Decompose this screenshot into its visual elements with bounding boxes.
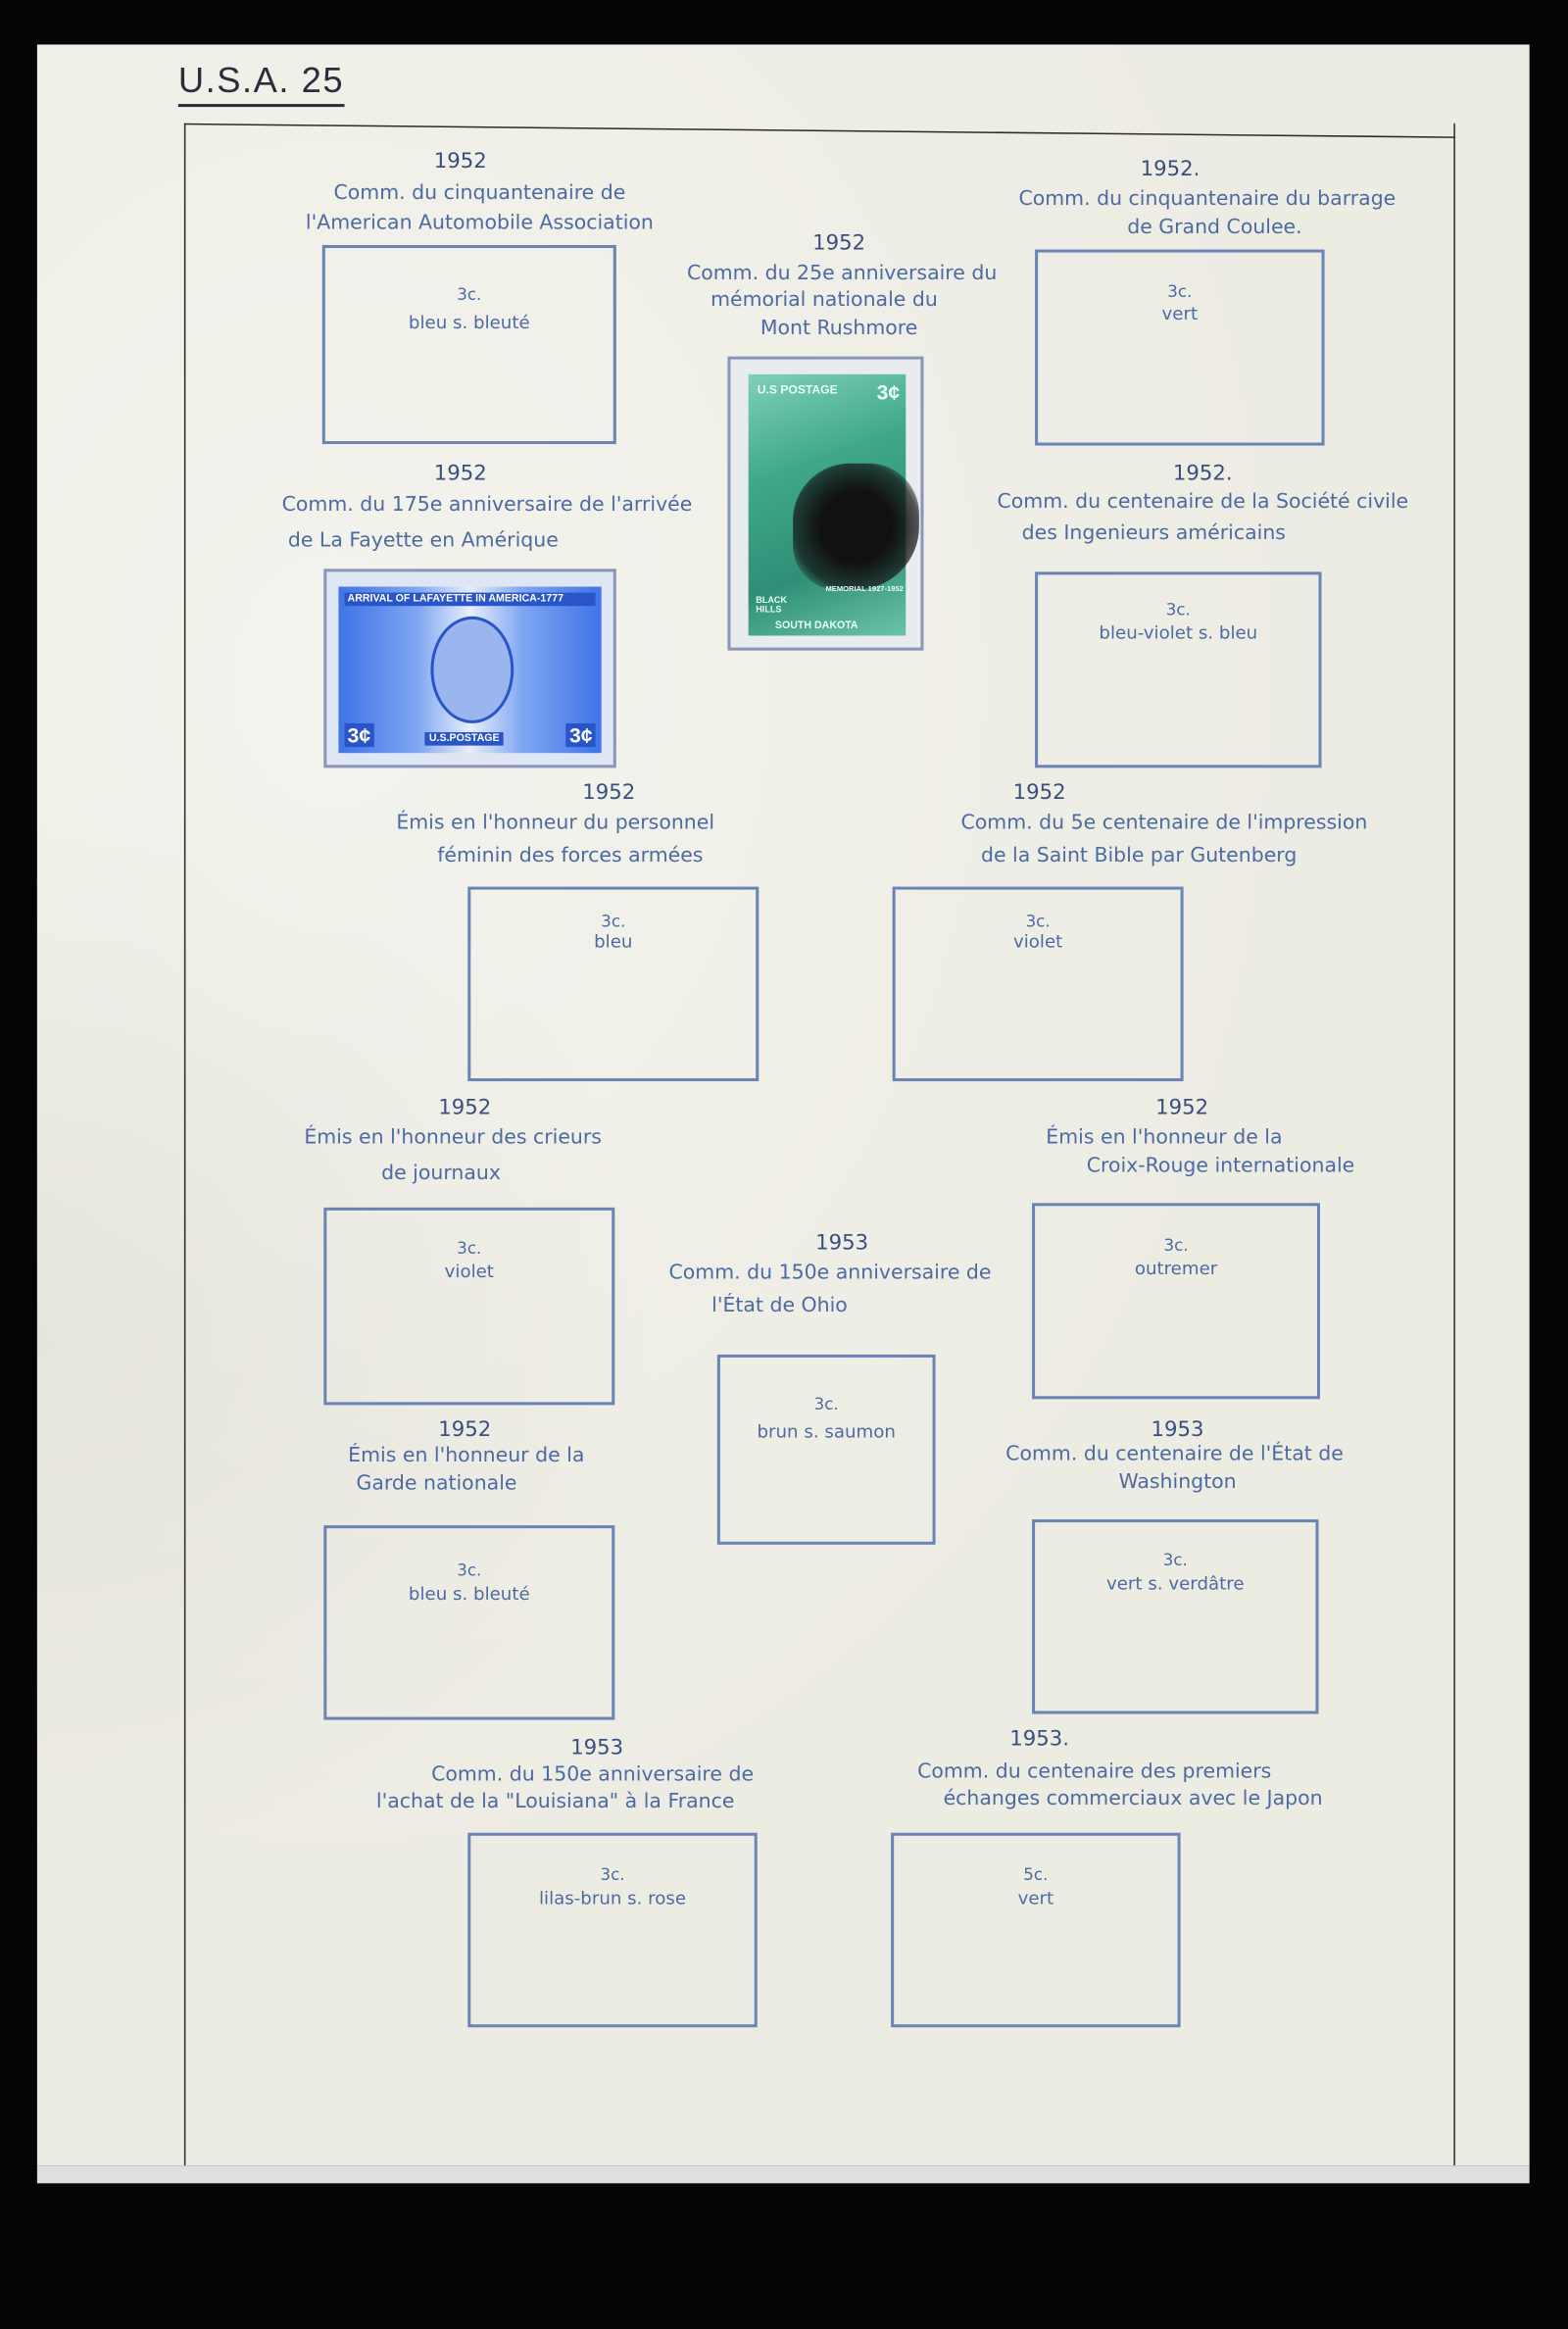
empty-stamp-slot: 3c.violet	[323, 1207, 615, 1406]
issue-year: 1953	[1151, 1418, 1204, 1443]
issue-year: 1952.	[1140, 157, 1200, 181]
stamp-top-text: U.S POSTAGE	[757, 382, 838, 397]
stamp-color: vert s. verdâtre	[1105, 1572, 1245, 1594]
portrait-medallion	[430, 616, 514, 723]
lafayette-stamp: ARRIVAL OF LAFAYETTE IN AMERICA-1777 3¢ 3¢…	[323, 569, 616, 768]
issue-description-line: l'American Automobile Association	[305, 211, 654, 235]
issue-year: 1952	[438, 1096, 492, 1120]
stamp-denomination: 3c.	[1165, 600, 1191, 619]
issue-year: 1952.	[1172, 462, 1233, 486]
stamp-top-text: ARRIVAL OF LAFAYETTE IN AMERICA-1777	[344, 592, 596, 607]
issue-description-line: Émis en l'honneur de la	[1046, 1125, 1283, 1150]
empty-stamp-slot: 3c.outremer	[1032, 1203, 1321, 1400]
issue-description-line: de La Fayette en Amérique	[287, 528, 559, 553]
empty-stamp-slot: 3c.vert s. verdâtre	[1032, 1519, 1319, 1714]
issue-year: 1952	[438, 1418, 492, 1443]
issue-year: 1953	[815, 1231, 869, 1256]
stamp-bottom-text: U.S.POSTAGE	[424, 731, 505, 746]
issue-year: 1952	[812, 231, 866, 256]
issue-description-line: Comm. du 25e anniversaire du	[686, 261, 998, 285]
stamp-memorial-text: MEMORIAL 1927-1952	[825, 584, 904, 595]
issue-description-line: Comm. du centenaire des premiers	[917, 1759, 1272, 1784]
issue-description-line: Comm. du centenaire de l'État de	[1005, 1442, 1344, 1466]
issue-description-line: Comm. du 150e anniversaire de	[668, 1261, 992, 1285]
issue-description-line: Émis en l'honneur du personnel	[396, 811, 715, 835]
page-frame	[183, 123, 1455, 2166]
issue-description-line: échanges commerciaux avec le Japon	[943, 1786, 1323, 1811]
stamp-denomination: 3c.	[457, 1561, 482, 1581]
issue-description-line: Mont Rushmore	[760, 316, 918, 340]
cancellation-mark	[793, 463, 919, 590]
issue-year: 1953.	[1009, 1727, 1070, 1752]
issue-year: 1952	[1155, 1096, 1209, 1120]
stamp-denomination: 3c.	[457, 1238, 482, 1259]
stamp-color: violet	[1012, 931, 1063, 953]
issue-year: 1952	[582, 780, 636, 806]
stamp-design: ARRIVAL OF LAFAYETTE IN AMERICA-1777 3¢ 3¢…	[338, 586, 602, 754]
stamp-denomination: 3c.	[601, 912, 626, 932]
stamp-denomination: 3c.	[457, 284, 482, 305]
issue-description-line: des Ingenieurs américains	[1021, 520, 1286, 546]
stamp-color: bleu s. bleuté	[408, 312, 530, 333]
stamp-color: bleu-violet s. bleu	[1099, 621, 1258, 644]
stamp-color: violet	[444, 1261, 494, 1282]
stamp-color: brun s. saumon	[757, 1421, 896, 1443]
empty-stamp-slot: 3c.violet	[892, 886, 1184, 1082]
page-title: U.S.A. 25	[177, 62, 345, 108]
stamp-denomination: 3c.	[1163, 1235, 1189, 1256]
stamp-value-left: 3¢	[344, 722, 374, 748]
stamp-denomination: 3c.	[813, 1394, 839, 1414]
issue-description-line: Comm. du cinquantenaire du barrage	[1018, 186, 1396, 212]
issue-description-line: Émis en l'honneur des crieurs	[304, 1125, 602, 1150]
issue-description-line: Comm. du 5e centenaire de l'impression	[960, 811, 1368, 835]
issue-year: 1952	[433, 150, 487, 174]
issue-description-line: féminin des forces armées	[437, 843, 704, 867]
stamp-denomination: 3c.	[1167, 281, 1193, 302]
issue-description-line: Garde nationale	[356, 1471, 517, 1496]
issue-description-line: Comm. du centenaire de la Société civile	[997, 490, 1409, 515]
empty-stamp-slot: 3c.lilas-brun s. rose	[467, 1832, 758, 2028]
empty-stamp-slot: 3c.vert	[1035, 249, 1325, 446]
stamp-value-right: 3¢	[565, 722, 596, 748]
issue-description-line: Comm. du 175e anniversaire de l'arrivée	[281, 493, 693, 518]
issue-description-line: l'État de Ohio	[711, 1293, 848, 1317]
issue-description-line: Croix-Rouge internationale	[1086, 1154, 1355, 1178]
empty-stamp-slot: 3c. brun s. saumon	[716, 1354, 936, 1545]
stamp-denomination: 3c.	[1025, 912, 1051, 932]
issue-description-line: de Grand Coulee.	[1127, 215, 1302, 239]
issue-description-line: Comm. du cinquantenaire de	[333, 180, 626, 206]
empty-stamp-slot: 3c.bleu	[467, 886, 760, 1082]
issue-description-line: mémorial nationale du	[710, 287, 938, 313]
issue-description-line: l'achat de la "Louisiana" à la France	[375, 1789, 735, 1814]
stamp-color: bleu s. bleuté	[408, 1583, 530, 1605]
issue-year: 1952	[433, 462, 487, 486]
issue-year: 1952	[1012, 780, 1066, 806]
stamp-bottom-text: SOUTH DAKOTA	[774, 620, 858, 631]
issue-description-line: de la Saint Bible par Gutenberg	[980, 843, 1298, 867]
stamp-color: outremer	[1134, 1258, 1218, 1279]
stamp-color: bleu	[594, 931, 633, 953]
empty-stamp-slot: 5c.vert	[891, 1832, 1181, 2028]
stamp-color: vert	[1017, 1887, 1054, 1909]
issue-description-line: Comm. du 150e anniversaire de	[431, 1762, 755, 1787]
stamp-denomination: 5c.	[1023, 1865, 1049, 1885]
stamp-denomination: 3c.	[1162, 1550, 1188, 1570]
stamp-denomination: 3c.	[600, 1865, 625, 1885]
empty-stamp-slot: 3c. bleu-violet s. bleu	[1035, 571, 1322, 768]
stamp-left-text: BLACK HILLS	[756, 597, 788, 616]
issue-description-line: Émis en l'honneur de la	[348, 1443, 585, 1468]
stamp-value: 3¢	[876, 379, 901, 405]
issue-description-line: Washington	[1118, 1470, 1237, 1495]
issue-description-line: de journaux	[381, 1161, 501, 1186]
empty-stamp-slot: 3c.bleu s. bleuté	[323, 1525, 615, 1720]
issue-year: 1953	[570, 1736, 624, 1760]
stamp-color: lilas-brun s. rose	[538, 1887, 687, 1909]
empty-stamp-slot: 3c. bleu s. bleuté	[321, 245, 616, 445]
stamp-color: vert	[1161, 303, 1199, 324]
page-edge	[36, 2165, 1530, 2184]
